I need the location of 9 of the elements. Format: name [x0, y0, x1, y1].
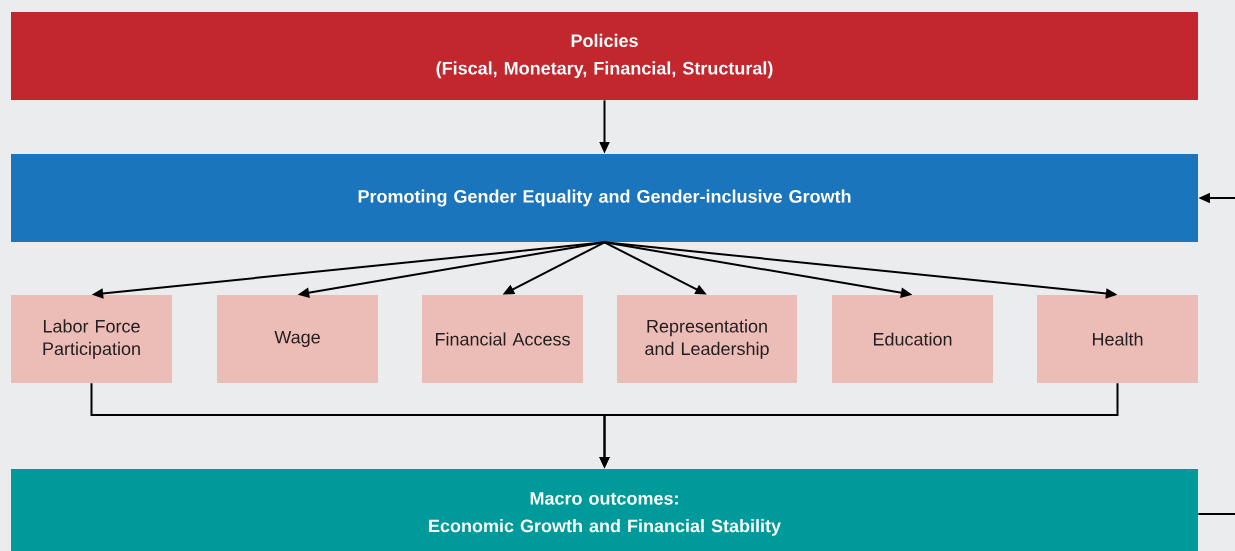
factor-box: Health [1037, 295, 1198, 383]
process-box: Promoting Gender Equality and Gender-inclusive Growth [11, 154, 1198, 242]
factor-box: Education [832, 295, 993, 383]
outcome-box: Macro outcomes: Economic Growth and Financial Stability [11, 469, 1198, 551]
factor-box: Representation and Leadership [617, 295, 797, 383]
factor-box: Wage [217, 295, 378, 383]
factor-box: Labor Force Participation [11, 295, 172, 383]
policy-box: Policies (Fiscal, Monetary, Financial, Structural) [11, 12, 1198, 100]
factor-box: Financial Access [422, 295, 583, 383]
